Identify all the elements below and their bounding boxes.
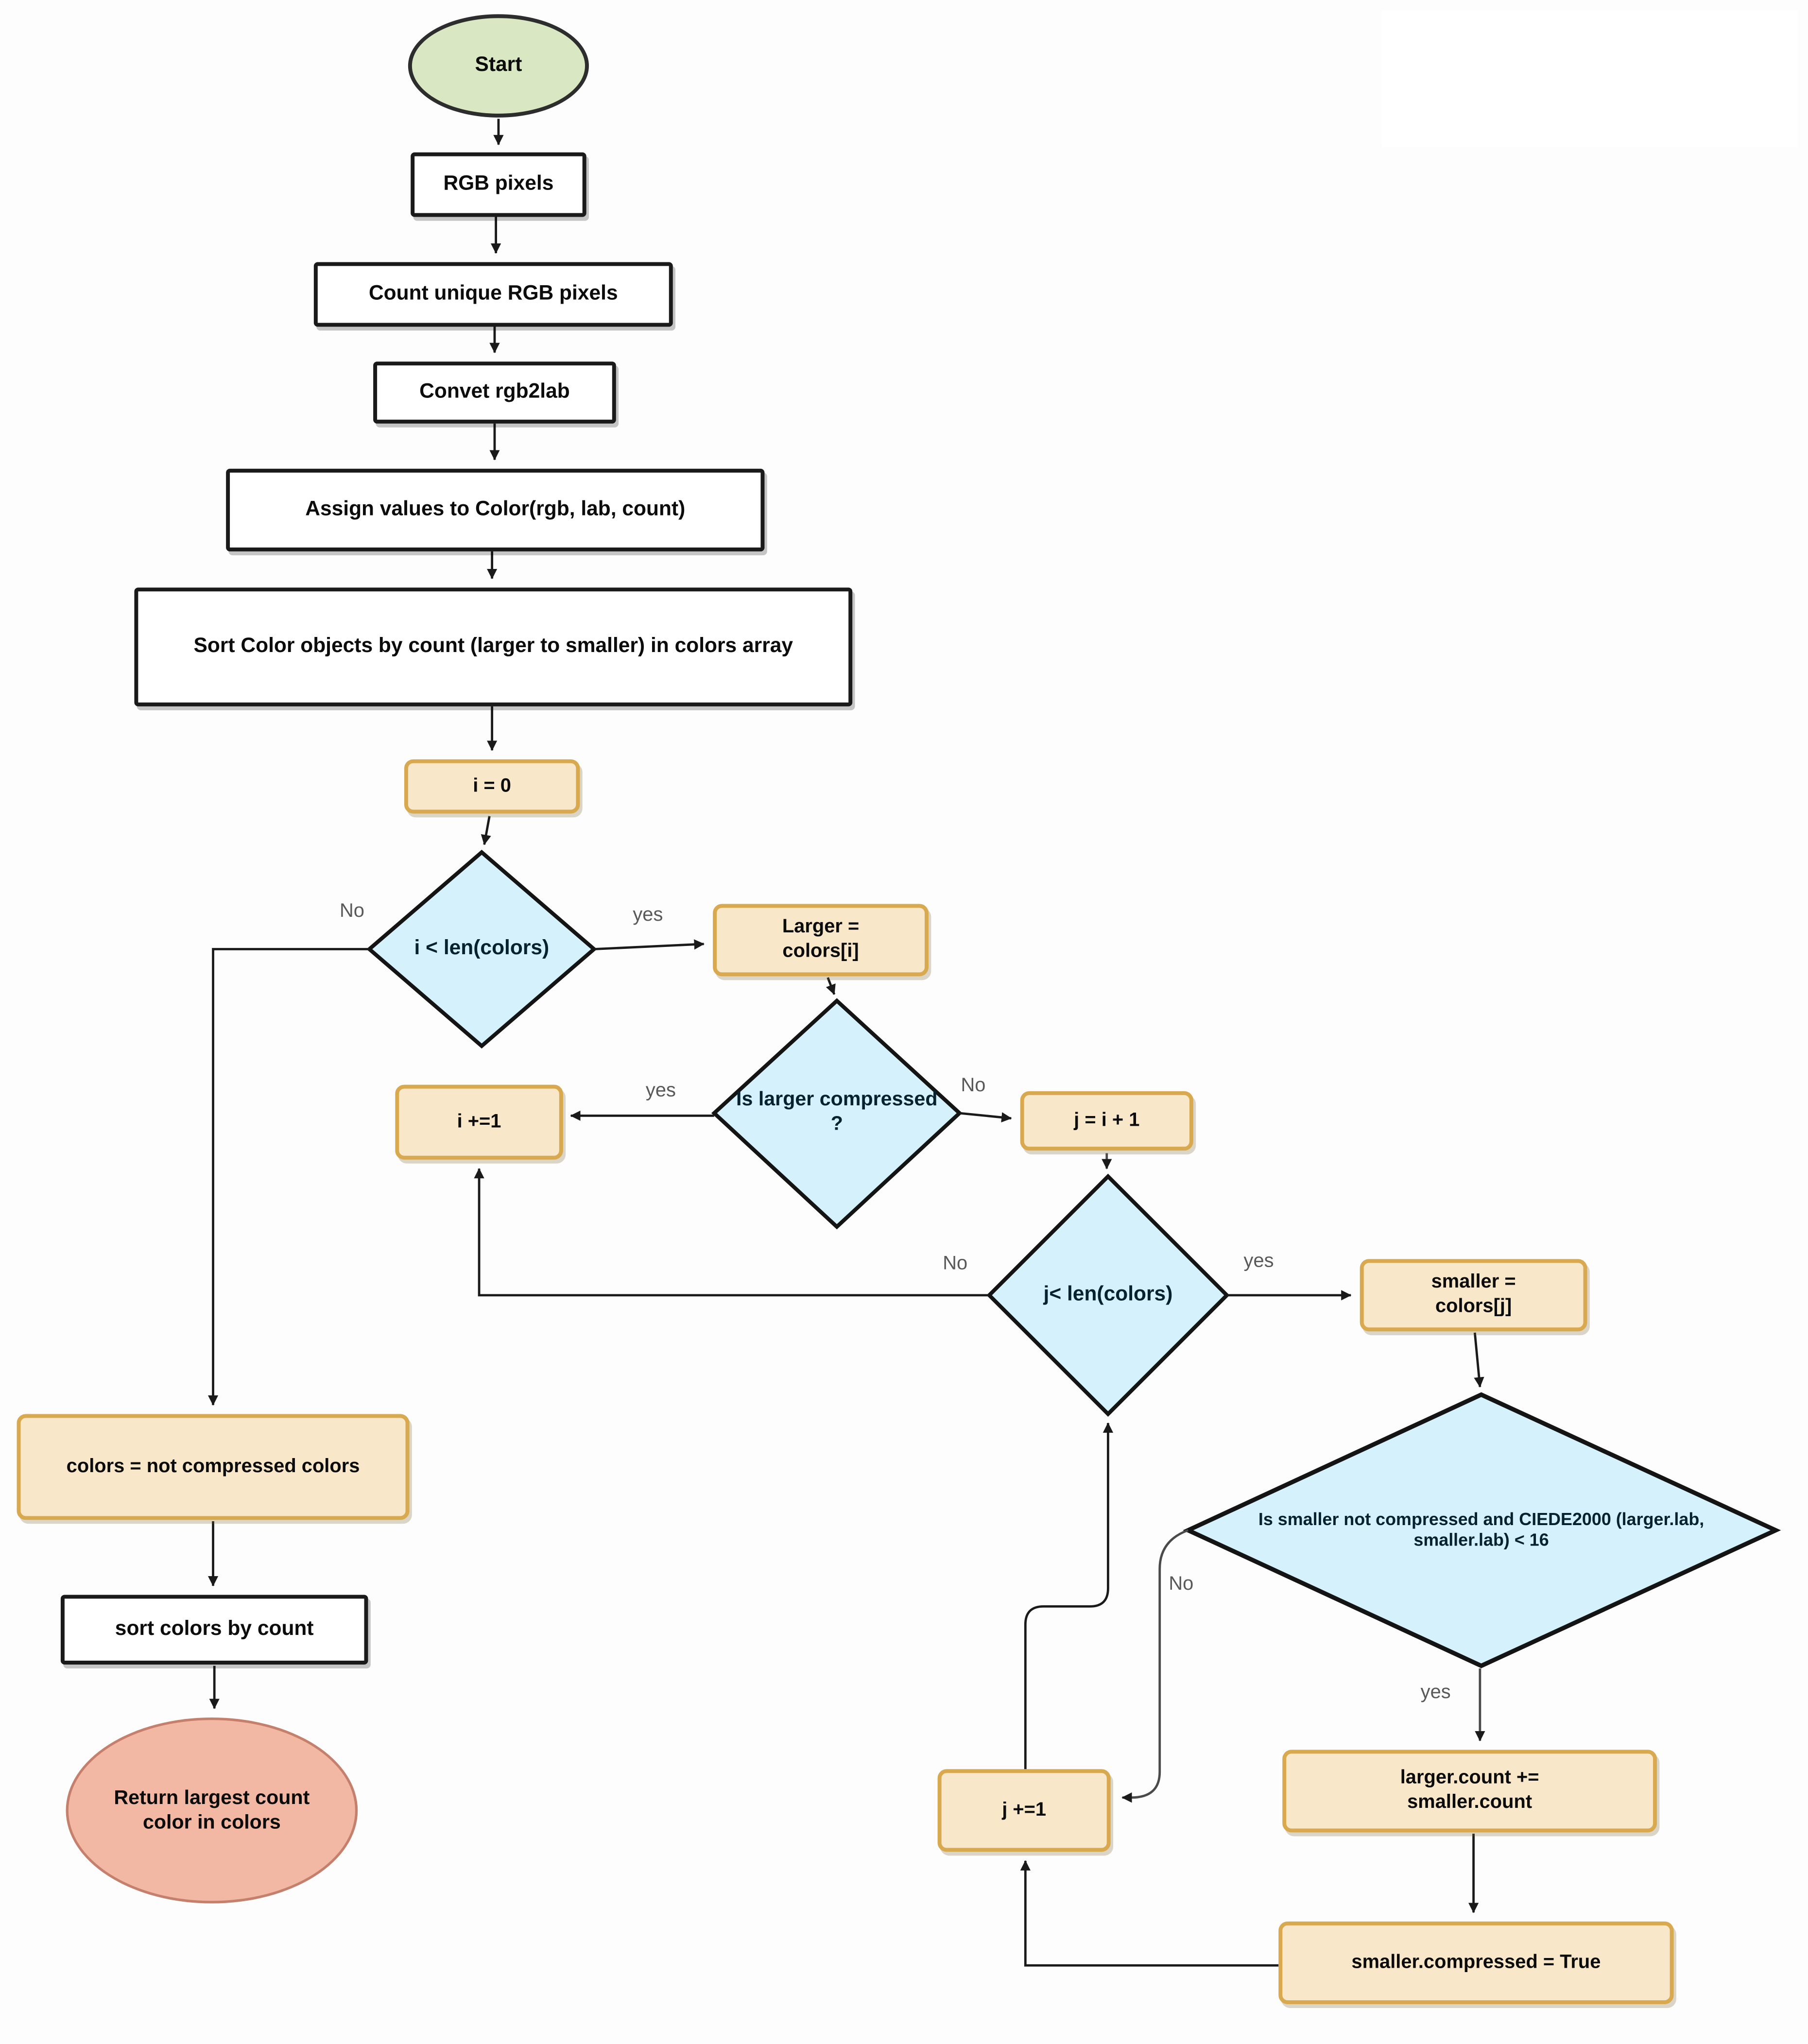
edge-j-inc-to-j-cond	[1024, 1422, 1114, 1769]
assign-i-init: i = 0	[404, 759, 580, 814]
edge-compressed-no	[959, 1112, 1012, 1123]
edge-label-i-cond-yes: yes	[633, 904, 663, 926]
decision-ciede2000-label: Is smaller not compressed and CIEDE2000 …	[1258, 1509, 1705, 1550]
assign-filter-colors: colors = not compressed colors	[17, 1414, 410, 1520]
process-rgb-pixels: RGB pixels	[411, 152, 586, 217]
edge-i-cond-no	[207, 948, 370, 1406]
edge-setcompressed-to-j-inc	[1020, 1860, 1279, 1967]
decision-j-less-len-label: j< len(colors)	[1043, 1284, 1173, 1306]
decision-j-less-len-shape	[986, 1173, 1230, 1417]
edge-ciede-no	[1121, 1529, 1189, 1803]
assign-add-count: larger.count += smaller.count	[1282, 1750, 1657, 1833]
process-assign-values: Assign values to Color(rgb, lab, count)	[226, 468, 765, 551]
edge-label-ciede-yes: yes	[1420, 1681, 1451, 1703]
process-convert-rgb2lab: Convet rgb2lab	[373, 361, 616, 424]
assign-j-init: j = i + 1	[1020, 1091, 1193, 1151]
decision-ciede2000-shape	[1183, 1392, 1781, 1668]
edge-label-i-cond-no: No	[340, 900, 365, 922]
assign-set-compressed: smaller.compressed = True	[1278, 1921, 1674, 2004]
assign-larger: Larger = colors[i]	[713, 904, 929, 977]
edge-i-cond-yes	[594, 939, 705, 950]
decision-i-less-len-shape	[366, 849, 597, 1049]
edge-i-init-to-i-cond	[481, 816, 491, 845]
decision-i-less-len-label: i < len(colors)	[414, 938, 550, 960]
edge-smaller-to-ciede	[1473, 1332, 1484, 1388]
decision-is-larger-compressed-shape	[711, 998, 963, 1230]
process-sort-color-objects: Sort Color objects by count (larger to s…	[134, 587, 853, 706]
assign-i-increment: i +=1	[395, 1084, 563, 1160]
process-sort-colors-by-count: sort colors by count	[60, 1595, 368, 1665]
edge-label-j-cond-no: No	[943, 1253, 968, 1275]
edge-j-cond-no	[474, 1168, 989, 1297]
return-terminal: Return largest count color in colors	[66, 1717, 358, 1904]
background-patch	[1381, 10, 1798, 147]
edge-larger-to-compressed	[826, 977, 836, 995]
start-terminal: Start	[408, 14, 589, 118]
edge-label-ciede-no: No	[1169, 1573, 1194, 1595]
edge-label-compressed-no: No	[961, 1074, 986, 1097]
process-count-unique: Count unique RGB pixels	[313, 262, 673, 327]
assign-j-increment: j +=1	[937, 1769, 1111, 1852]
assign-smaller: smaller = colors[j]	[1360, 1259, 1587, 1332]
decision-is-larger-compressed-label: Is larger compressed ?	[736, 1089, 938, 1135]
edge-label-compressed-yes: yes	[645, 1079, 676, 1102]
edge-label-j-cond-yes: yes	[1243, 1250, 1274, 1272]
